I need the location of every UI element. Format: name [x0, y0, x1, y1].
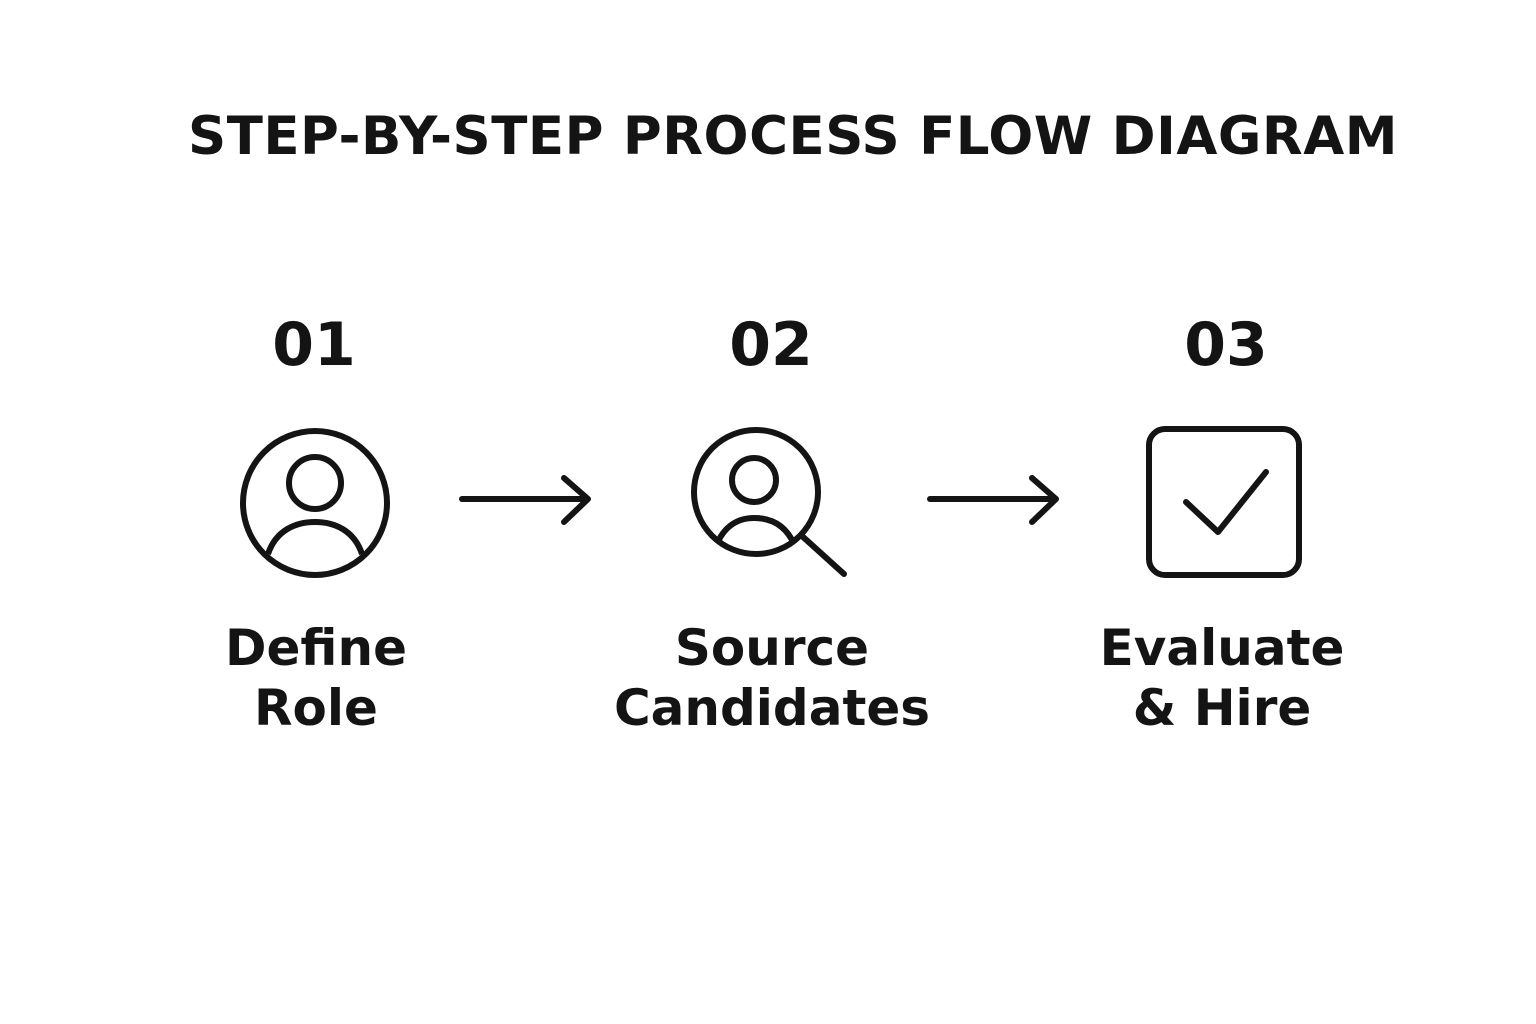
step-label-2: Source Candidates	[592, 618, 952, 738]
user-circle-icon	[238, 426, 392, 580]
step-number-1: 01	[272, 310, 356, 380]
arrow-right-icon	[459, 475, 592, 526]
arrow-right-icon	[927, 475, 1060, 526]
step-label-3: Evaluate & Hire	[1042, 618, 1402, 738]
step-label-2-line-2: Candidates	[613, 679, 931, 737]
step-label-1-line-1: Define	[225, 619, 407, 677]
step-label-1: Define Role	[136, 618, 496, 738]
step-label-2-line-1: Source	[674, 619, 870, 677]
step-label-1-line-2: Role	[254, 679, 378, 737]
user-search-icon	[690, 426, 850, 580]
checkbox-check-icon	[1146, 426, 1302, 578]
diagram-title: STEP-BY-STEP PROCESS FLOW DIAGRAM	[188, 106, 1398, 167]
step-label-3-line-2: & Hire	[1132, 679, 1312, 737]
step-number-3: 03	[1184, 310, 1268, 380]
step-number-2: 02	[729, 310, 813, 380]
step-label-3-line-1: Evaluate	[1099, 619, 1345, 677]
